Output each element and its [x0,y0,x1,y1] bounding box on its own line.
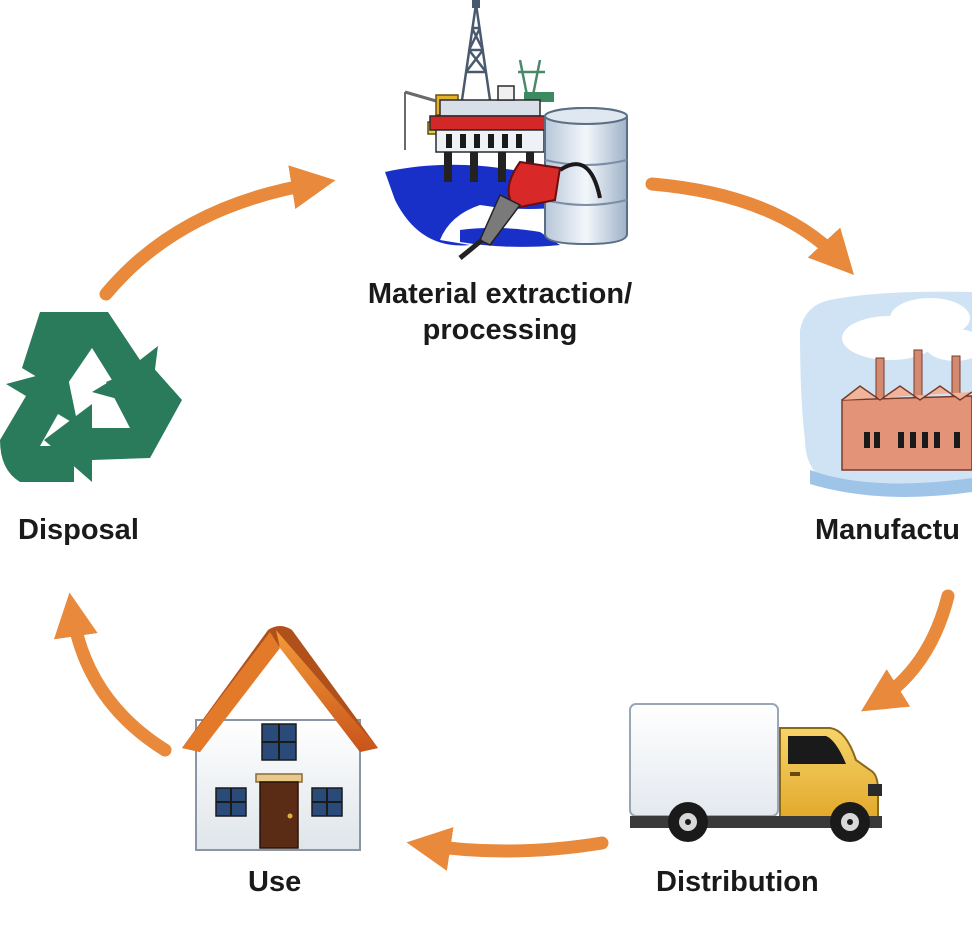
arrow-distribution-to-use [406,827,609,871]
label-disposal: Disposal [18,514,139,546]
label-distribution: Distribution [656,866,819,898]
label-material-line1: Material extraction/ [367,278,633,310]
arrow-material-to-manufacturing [645,177,855,275]
label-manufacturing: Manufactu [815,514,960,546]
house-icon [182,626,378,851]
cycle-arrows [53,165,955,871]
label-material-line2: processing [422,314,578,346]
arrow-manufacturing-to-distribution [861,589,955,712]
arrow-disposal-to-material [99,165,336,301]
oil-rig-barrel-fuel-nozzle-icon [385,0,628,260]
delivery-truck-icon [629,703,882,842]
label-use: Use [248,866,302,898]
factory-icon [800,291,972,497]
recycle-icon [0,312,182,482]
label-material-extraction: Material extraction/ processing [330,276,670,348]
arrow-use-to-disposal [53,592,172,757]
